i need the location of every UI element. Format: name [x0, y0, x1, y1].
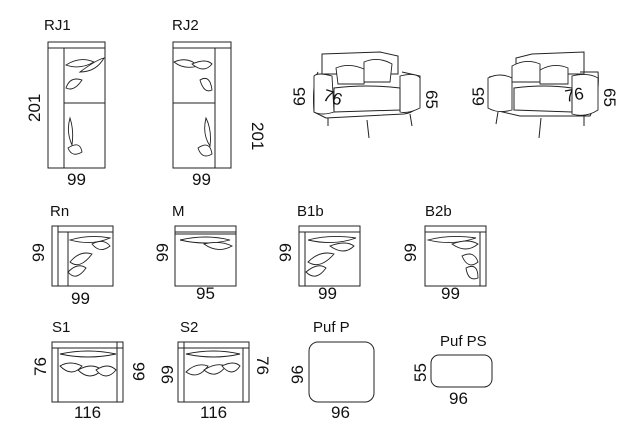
module-m-width: 95	[196, 284, 215, 303]
armchair-right-height-left: 65	[469, 87, 488, 106]
module-s2-width: 116	[200, 403, 227, 422]
module-rn-depth: 99	[29, 243, 48, 262]
module-m-depth: 99	[153, 243, 172, 262]
module-b1b: B1b 99 99	[276, 203, 361, 303]
module-puf-p-width: 96	[331, 403, 350, 422]
module-rj1-code: RJ1	[44, 17, 71, 34]
module-puf-ps: Puf PS 96 55	[411, 333, 493, 408]
module-rj1-width: 99	[67, 170, 86, 189]
module-puf-ps-code: Puf PS	[440, 333, 487, 350]
module-s2-depth: 76	[253, 356, 272, 375]
module-s2-code: S2	[180, 319, 198, 336]
module-rj1-depth: 201	[25, 94, 44, 122]
module-s2-seat: 99	[158, 365, 177, 384]
module-rj2-code: RJ2	[172, 17, 199, 34]
module-rn-code: Rn	[50, 203, 69, 220]
module-m-code: M	[172, 203, 185, 220]
module-b1b-depth: 99	[276, 243, 295, 262]
module-b2b-depth: 99	[401, 243, 420, 262]
module-s1-width: 116	[74, 403, 101, 422]
module-b2b-code: B2b	[425, 203, 452, 220]
module-b2b-width: 99	[441, 284, 460, 303]
module-s1-seat: 76	[31, 357, 50, 376]
module-s1-code: S1	[52, 319, 70, 336]
module-b2b: B2b 99 99	[401, 203, 487, 303]
module-rj2-width: 99	[192, 170, 211, 189]
armchair-right: 65 76 65	[469, 51, 619, 139]
module-rj2-depth: 201	[248, 122, 267, 150]
armchair-right-height-right: 65	[600, 88, 619, 107]
armchair-left-height-left: 65	[290, 87, 309, 106]
module-rn: Rn 99 99	[29, 203, 114, 308]
armchair-left-height-right: 65	[422, 90, 441, 109]
module-puf-p-code: Puf P	[313, 319, 350, 336]
module-b1b-width: 99	[318, 284, 337, 303]
module-puf-p: Puf P 96 96	[288, 319, 375, 422]
armchair-right-width: 76	[563, 84, 585, 106]
module-rj2: RJ2 99 201	[172, 17, 267, 189]
armchair-left: 65 76 65	[290, 51, 441, 139]
module-s1: S1 116 76 99	[31, 319, 148, 422]
module-s1-depth: 99	[129, 362, 148, 381]
module-b1b-code: B1b	[297, 203, 324, 220]
module-s2: S2 116 99 76	[158, 319, 272, 422]
module-rj1: RJ1 99 201	[25, 17, 106, 189]
armchair-left-width: 76	[321, 86, 345, 110]
module-rn-width: 99	[71, 289, 90, 308]
module-puf-ps-width: 96	[449, 389, 468, 408]
module-puf-ps-depth: 55	[411, 363, 430, 382]
module-m: M 95 99	[153, 203, 237, 303]
module-puf-p-depth: 96	[288, 365, 307, 384]
